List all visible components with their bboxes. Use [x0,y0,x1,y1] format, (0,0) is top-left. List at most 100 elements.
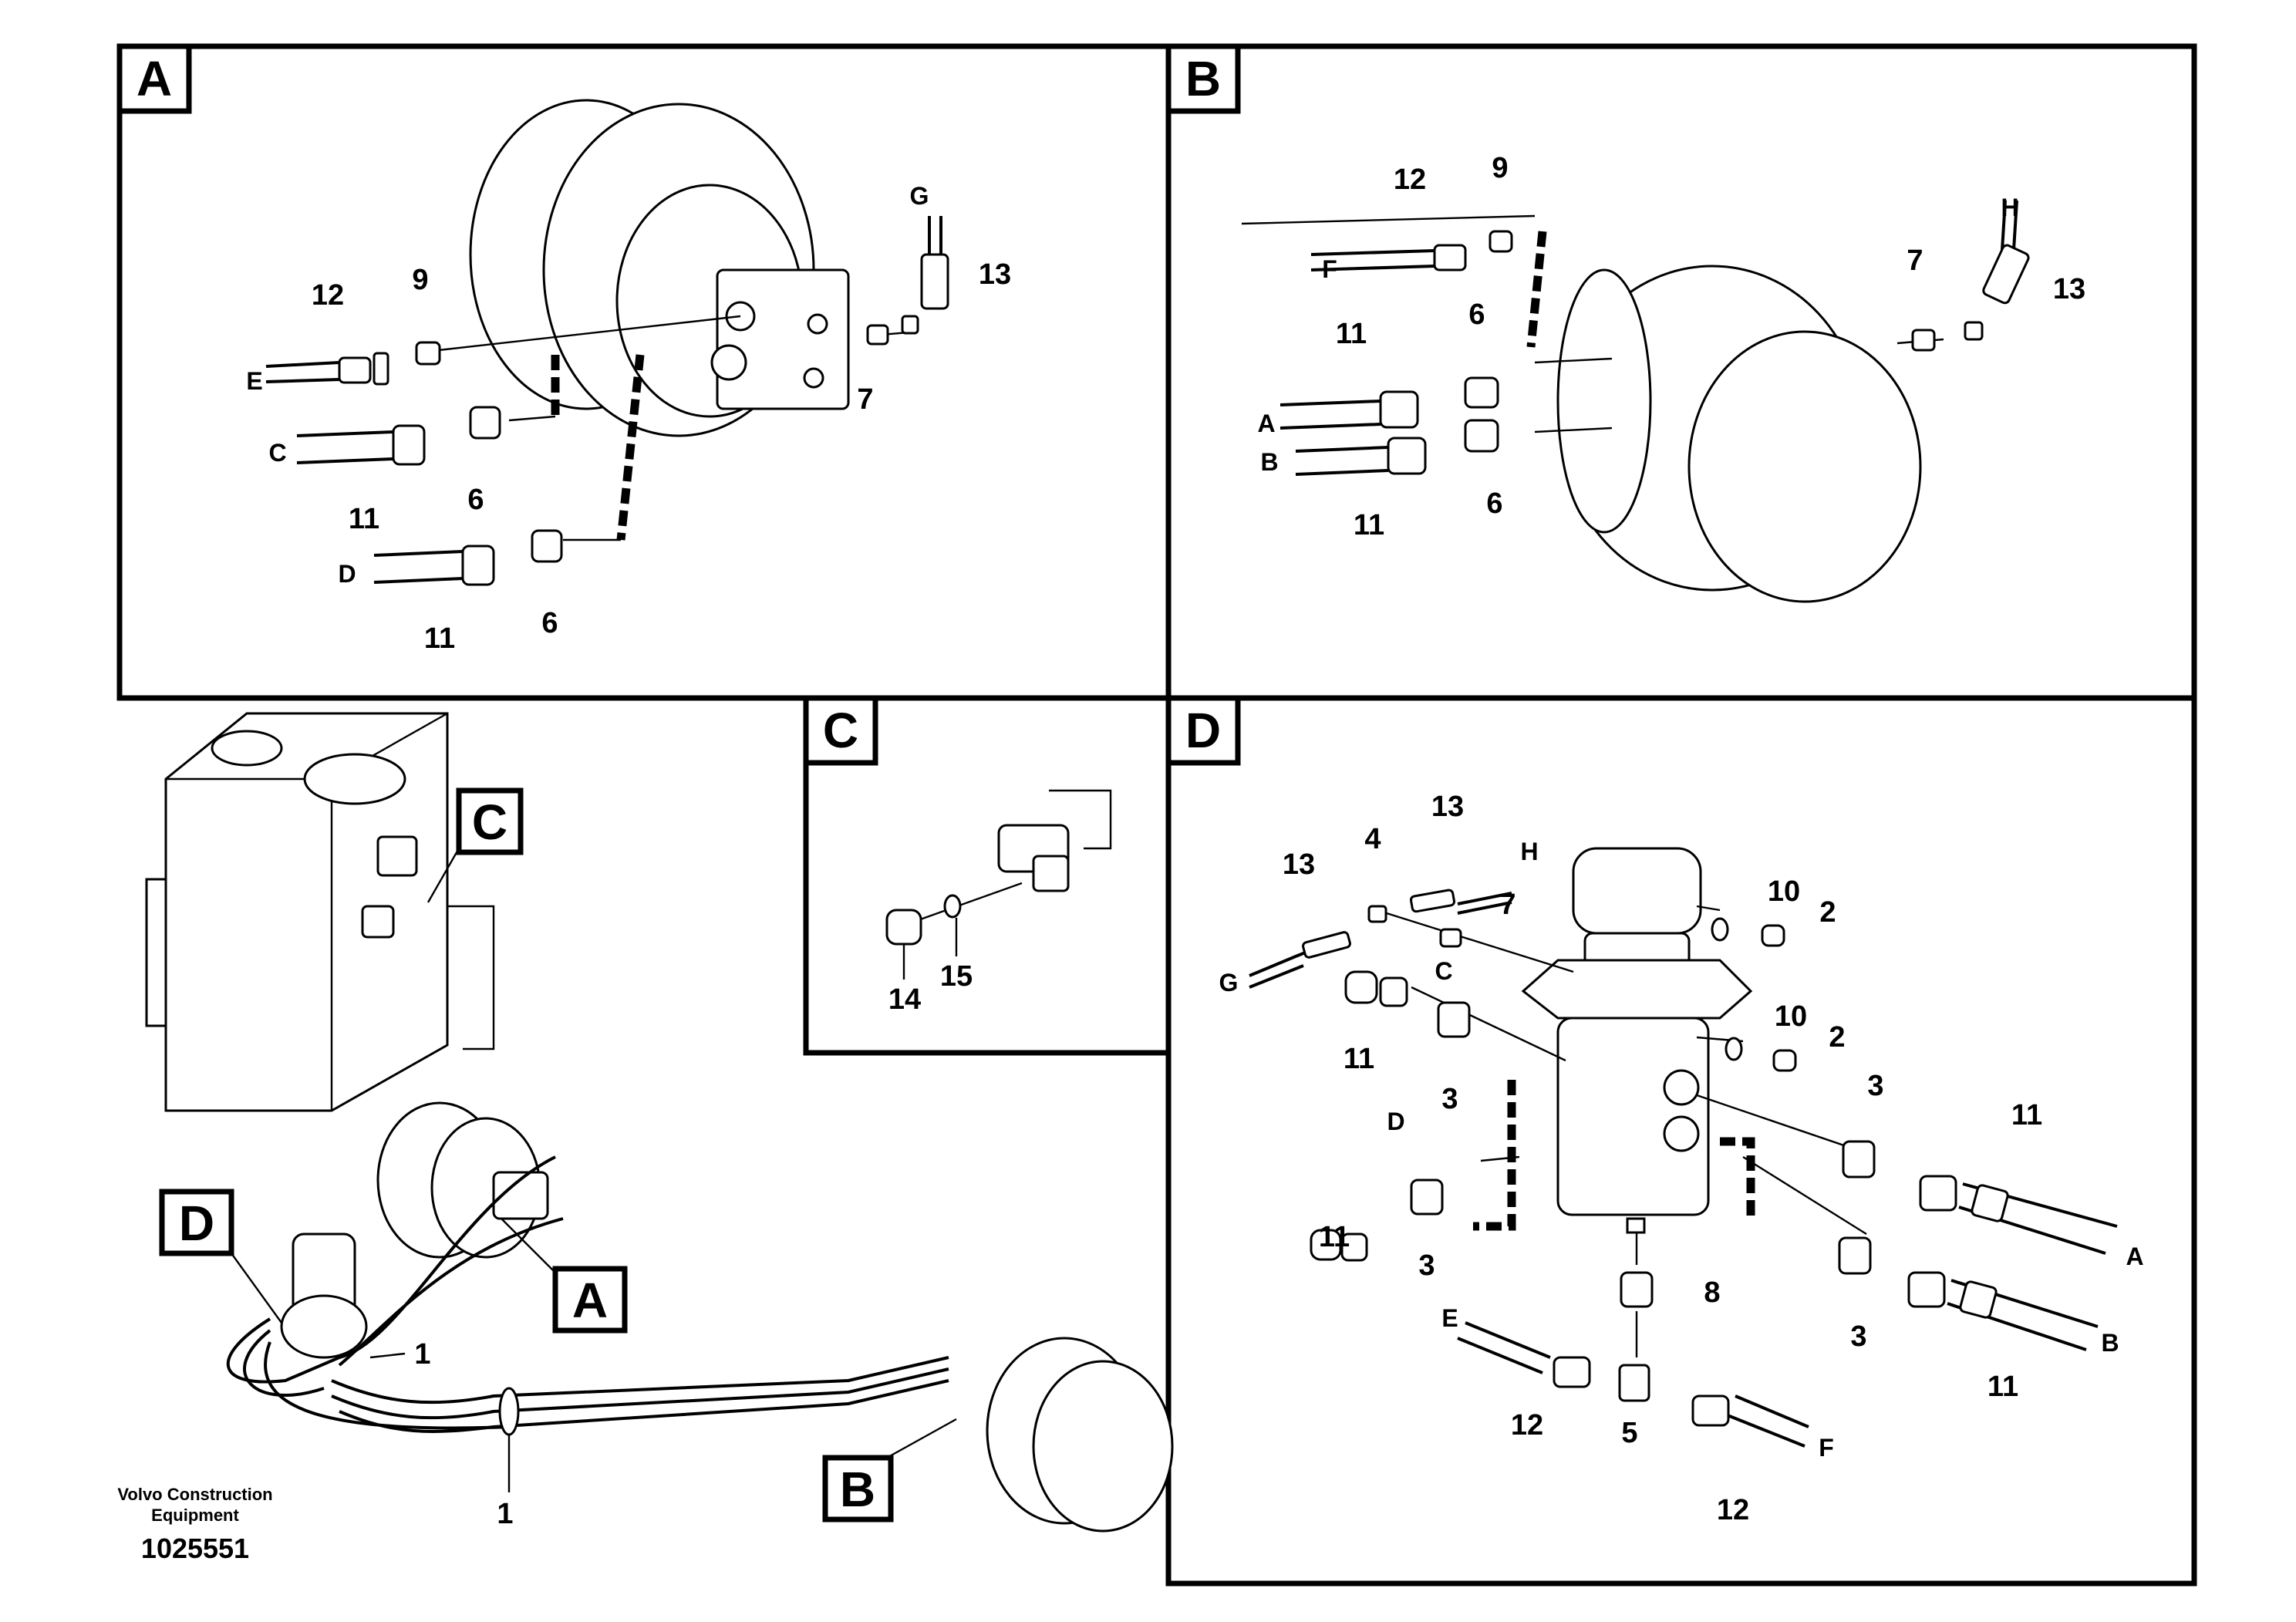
panel-b-label-6b: 6 [1486,487,1502,520]
panel-d-label-H: H [1520,838,1538,865]
panel-a-label-6b: 6 [541,607,558,639]
panel-d-label-13a: 13 [1431,791,1464,823]
footer-brand-line2: Equipment [151,1506,239,1525]
panel-b-label-9: 9 [1492,152,1508,184]
panel-d-label-11b: 11 [1319,1221,1350,1253]
travel-motor-cover [1687,330,1922,603]
panel-b-label-F: F [1322,255,1337,283]
panel-d-label-3b: 3 [1418,1249,1435,1282]
panel-d-frame [1165,695,2197,1587]
overview-callout-d-label: D [179,1195,214,1251]
panel-b-label-7: 7 [1907,244,1923,277]
panel-a-badge: A [116,43,192,114]
panel-a-labels: 12 9 E C 11 6 D 11 6 G 13 7 [246,182,1011,655]
panel-d-label-4: 4 [1364,823,1381,855]
panel-d-label-E: E [1441,1304,1458,1332]
panel-b-label-B: B [1260,448,1278,476]
panel-d-label-12a: 12 [1511,1409,1543,1442]
fitting-8 [1620,1271,1654,1308]
panel-d-label-A: A [2126,1243,2143,1270]
panel-d-badge: D [1165,695,1241,766]
panel-d-drawing [1249,847,2118,1448]
panel-b-label-13: 13 [2053,273,2085,305]
panel-a-label-9: 9 [412,264,428,296]
panel-b-badge-label: B [1185,51,1221,106]
panel-a-drawing [265,99,949,586]
panel-d-label-G: G [1219,969,1239,996]
panel-d-badge-label: D [1185,703,1221,758]
tee-5 [1618,1364,1650,1402]
o-ring-15 [943,894,962,919]
hydraulic-tank [164,712,449,1112]
overview-label-1a: 1 [414,1338,430,1371]
panel-d-label-10a: 10 [1768,875,1800,908]
panel-a-label-D: D [338,560,356,588]
panel-d-label-3a: 3 [1441,1083,1458,1115]
panel-c-badge: C [803,695,878,766]
panel-c-label-15: 15 [940,960,973,993]
panel-c-labels: 14 15 [888,960,973,1016]
panel-d-label-11d: 11 [1988,1371,2018,1403]
panel-c-badge-label: C [823,703,858,758]
footer-doc-number: 1025551 [141,1533,249,1564]
panel-b-label-H: H [2001,194,2018,221]
overview-callout-a-label: A [572,1273,608,1328]
overview-callout-c-label: C [472,794,507,850]
panel-d-label-10b: 10 [1775,1000,1807,1033]
overview-drawing [145,712,1174,1533]
overview-labels: 1 1 [414,1338,513,1530]
panel-b-label-A: A [1257,410,1275,437]
nut-14 [885,909,922,946]
overview-callout-a: A [552,1266,628,1334]
panel-d-label-2b: 2 [1829,1021,1845,1054]
panel-d-label-3c: 3 [1867,1070,1883,1102]
panel-c-label-14: 14 [888,983,921,1016]
panel-d-label-D: D [1387,1108,1404,1135]
panel-d-labels: 13 13 4 H G 7 10 2 10 2 C 11 3 D 11 3 3 … [1219,791,2144,1526]
panel-d-label-3d: 3 [1850,1320,1866,1353]
panel-a-label-C: C [268,439,286,467]
panel-a-label-11b: 11 [424,622,455,655]
panel-d-label-13b: 13 [1283,848,1315,881]
panel-b-badge: B [1165,43,1241,114]
overview-callout-b: B [822,1455,894,1523]
panel-d-label-8: 8 [1704,1276,1720,1309]
panel-d-label-2a: 2 [1819,896,1836,929]
panel-a-badge-label: A [137,51,172,106]
panel-b-label-11b: 11 [1354,509,1384,541]
panel-d-label-11c: 11 [2011,1099,2042,1131]
panel-d-label-F: F [1819,1434,1834,1462]
panel-a-label-13: 13 [979,258,1011,291]
panel-c-drawing [885,789,1112,980]
fitting-7 [1439,928,1462,948]
panel-d-label-5: 5 [1621,1417,1637,1449]
footer: Volvo Construction Equipment 1025551 [117,1485,272,1564]
panel-d-label-11a: 11 [1344,1043,1374,1075]
panel-d-label-7: 7 [1499,889,1515,921]
panel-b-label-11a: 11 [1336,318,1367,350]
panel-a-label-6a: 6 [467,484,484,516]
overview-label-1b: 1 [497,1498,513,1530]
swivel-joint-flange [1521,959,1753,1020]
panel-b-label-6a: 6 [1468,298,1485,331]
panel-d-label-12b: 12 [1717,1494,1749,1526]
overview-callout-b-label: B [840,1462,875,1517]
panel-a-label-E: E [246,367,262,395]
panel-a-label-11a: 11 [349,503,379,535]
swivel-joint-body [1556,1017,1710,1216]
panel-b-drawing [1241,200,2030,603]
overview-callout-c: C [456,787,524,855]
tee-4 [1367,905,1387,923]
panel-b-label-12: 12 [1394,164,1426,196]
control-valve-block [716,268,850,410]
panel-a-label-G: G [910,182,929,210]
panel-d-label-B: B [2101,1329,2119,1357]
footer-brand-line1: Volvo Construction [117,1485,272,1504]
overview-callout-d: D [159,1189,234,1256]
panel-a-label-12: 12 [312,279,344,312]
panel-d-label-C: C [1435,957,1452,985]
panel-a-label-7: 7 [857,383,873,416]
swivel-joint-cap [1572,847,1702,935]
panel-b-labels: 12 9 F 11 6 A B 11 6 H 7 13 [1257,152,2085,541]
